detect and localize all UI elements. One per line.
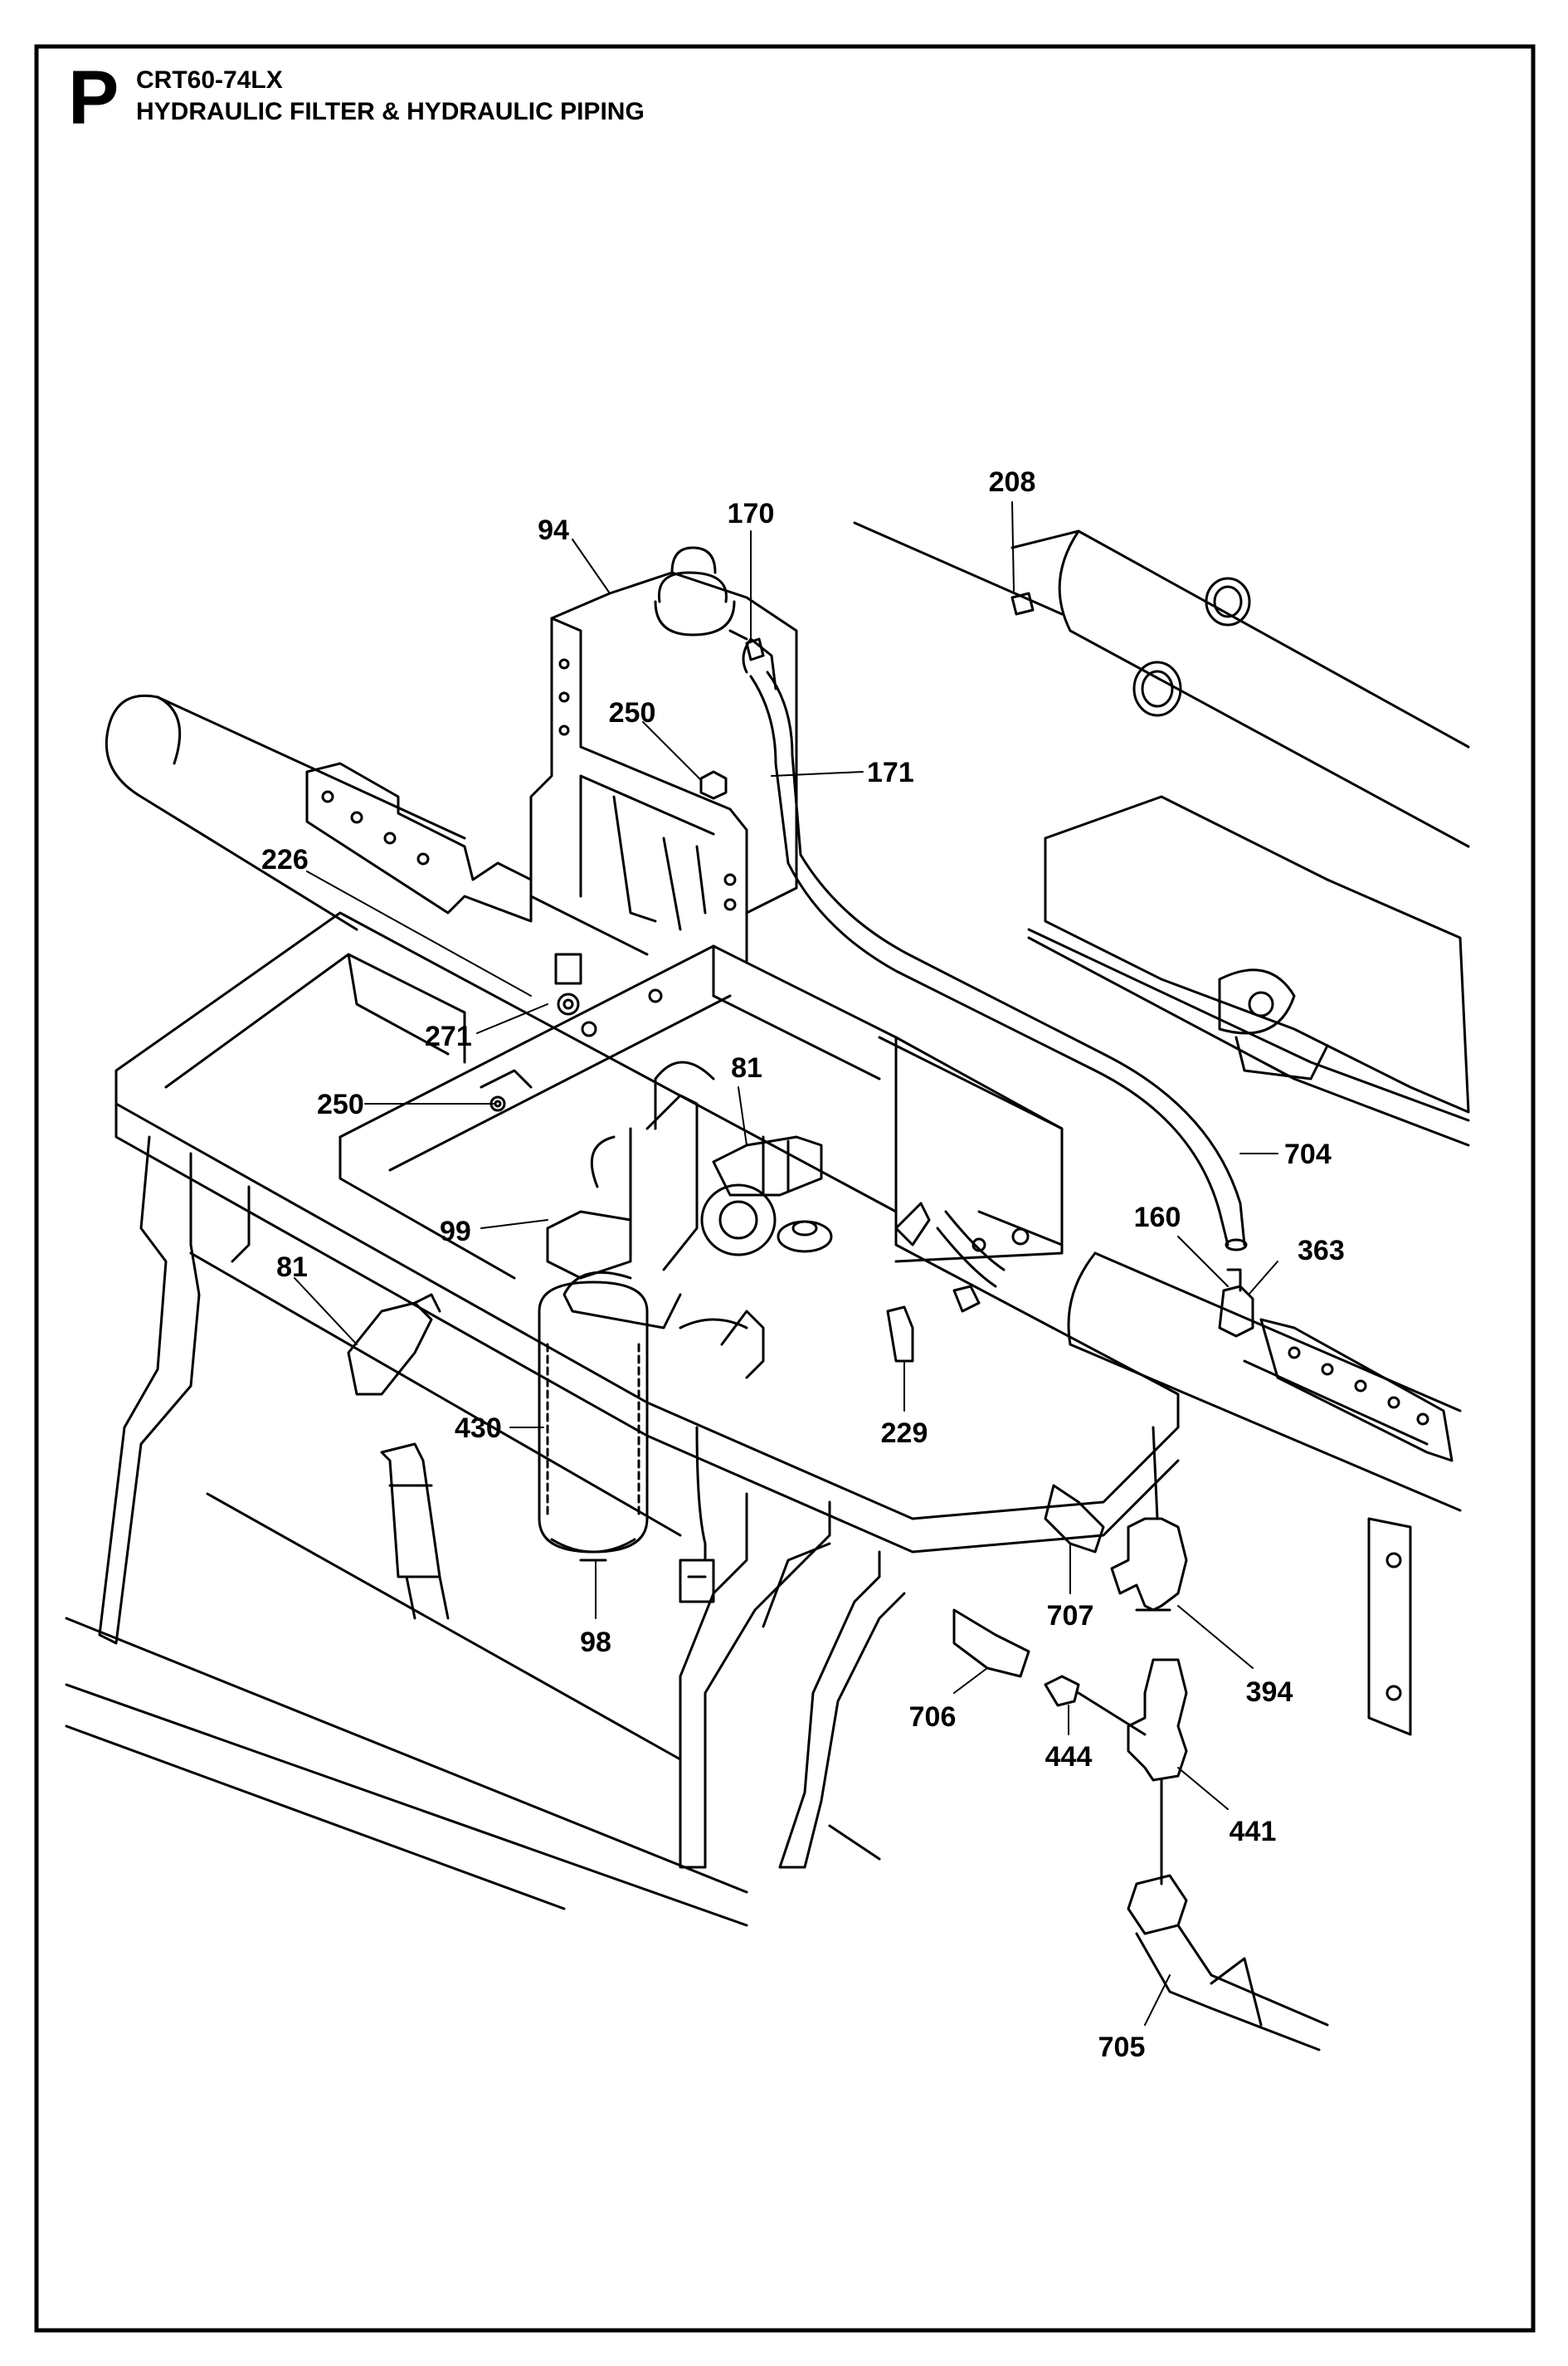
left-cylinder-tube	[105, 694, 466, 931]
section-letter: P	[68, 56, 119, 140]
sheet-border	[34, 44, 1536, 2333]
callout-94: 94	[538, 515, 569, 546]
callout-271: 271	[425, 1021, 472, 1052]
leader-lines	[294, 501, 1278, 2026]
filter-canister	[538, 1281, 649, 1562]
diagram-title: HYDRAULIC FILTER & HYDRAULIC PIPING	[136, 98, 645, 125]
callout-441: 441	[1230, 1816, 1277, 1847]
model-number: CRT60-74LX	[136, 66, 283, 94]
callout-444: 444	[1045, 1741, 1093, 1773]
callout-98: 98	[580, 1627, 611, 1658]
upper-hose-fitting	[712, 1135, 823, 1197]
right-side-plate	[1027, 795, 1470, 1147]
callout-707: 707	[1047, 1600, 1094, 1632]
callout-81-upper: 81	[731, 1052, 762, 1084]
callout-99: 99	[440, 1216, 471, 1247]
left-elbow-fitting	[347, 1293, 450, 1620]
callout-208: 208	[989, 466, 1036, 498]
main-frame	[65, 911, 1180, 1927]
lower-right-cylinder	[1067, 1251, 1462, 1512]
right-hose	[894, 1202, 1006, 1288]
callout-430: 430	[455, 1412, 502, 1444]
callout-81-lower: 81	[276, 1251, 308, 1283]
filter-head-assembly	[546, 1094, 833, 1379]
reservoir-tank	[529, 546, 798, 964]
callout-706: 706	[909, 1701, 957, 1733]
callout-705: 705	[1098, 2032, 1146, 2063]
callout-labels: 208 170 94 250 171 226 271 81 250 704 16…	[261, 466, 1345, 2063]
callout-171: 171	[867, 757, 914, 788]
callout-170: 170	[728, 498, 775, 529]
callout-704: 704	[1284, 1139, 1332, 1170]
right-cylinder-tube	[853, 521, 1470, 848]
callout-226: 226	[261, 844, 309, 876]
sensor-harness	[679, 1426, 715, 1603]
callout-363: 363	[1298, 1235, 1345, 1266]
elbow-fitting	[1218, 1268, 1254, 1338]
pipe-fittings-assembly	[952, 1426, 1329, 2051]
callout-394: 394	[1246, 1676, 1293, 1708]
right-mount-bracket	[1259, 1318, 1454, 1736]
left-mount-bracket	[305, 762, 533, 923]
return-pipe	[742, 637, 1248, 1251]
callout-250-mid: 250	[317, 1089, 364, 1120]
callout-250-top: 250	[609, 697, 656, 729]
callout-229: 229	[881, 1417, 928, 1449]
filter-mounting-box	[338, 944, 1064, 1280]
callout-160: 160	[1134, 1202, 1181, 1233]
